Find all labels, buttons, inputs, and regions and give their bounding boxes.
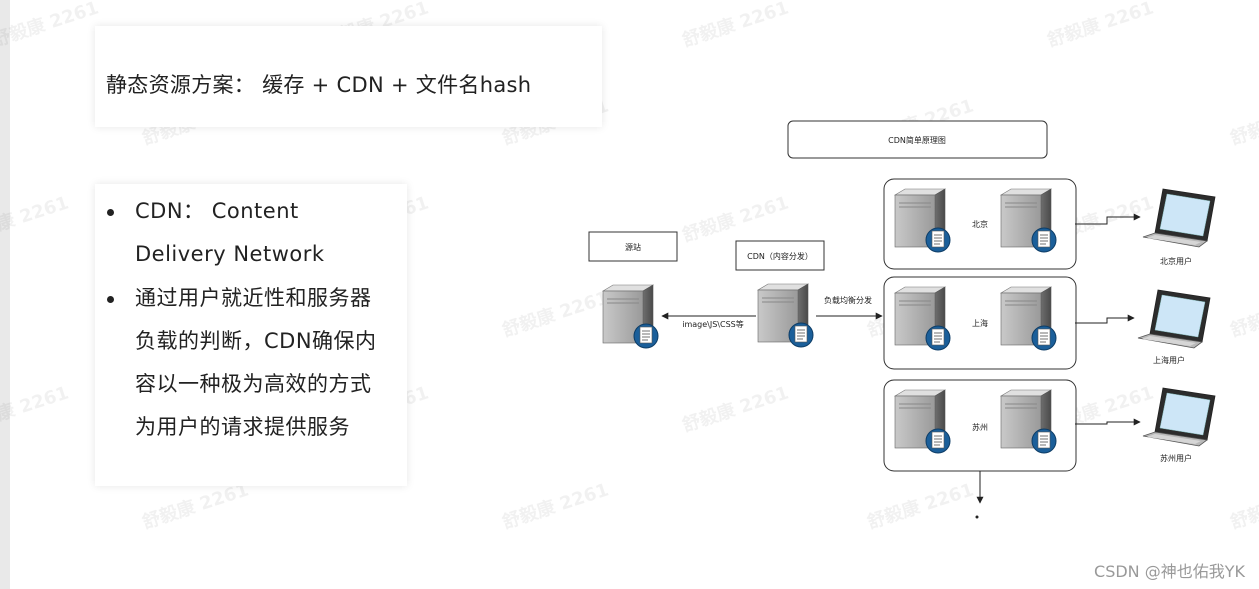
title-text: 静态资源方案： 缓存 + CDN + 文件名hash	[106, 73, 532, 97]
user-label: 苏州用户	[1160, 453, 1192, 463]
laptop-icon	[1142, 387, 1216, 447]
user-label: 北京用户	[1160, 256, 1192, 266]
bullet-text: CDN： Content Delivery Network	[135, 199, 325, 266]
server-icon	[894, 286, 951, 351]
diagram-title-box	[787, 120, 1048, 159]
server-icon	[1000, 188, 1057, 253]
laptop-icon	[1137, 289, 1211, 349]
region-name: 苏州	[972, 422, 988, 432]
server-icon	[894, 389, 951, 454]
title-card: 静态资源方案： 缓存 + CDN + 文件名hash	[95, 26, 602, 127]
user-arrow	[1075, 213, 1141, 225]
cdn-label-box	[735, 240, 825, 271]
server-icon	[1000, 286, 1057, 351]
origin-label-box	[588, 231, 678, 262]
bullet-card: CDN： Content Delivery Network 通过用户就近性和服务…	[95, 184, 407, 486]
server-icon	[1000, 389, 1057, 454]
bullet-dot-icon	[107, 296, 114, 303]
diagram-title: CDN简单原理图	[888, 135, 946, 145]
ellipsis-dot	[975, 515, 979, 519]
bullet-text: 通过用户就近性和服务器负载的判断，CDN确保内容以一种极为高效的方式为用户的请求…	[135, 286, 377, 439]
cdn-server-icon	[757, 283, 814, 348]
region-name: 上海	[972, 318, 988, 328]
user-arrow	[1075, 418, 1141, 426]
user-arrow	[1075, 314, 1135, 324]
origin-server-icon	[602, 284, 659, 349]
left-margin-strip	[0, 0, 10, 589]
region-name: 北京	[972, 219, 988, 229]
server-icon	[894, 188, 951, 253]
csdn-attribution: CSDN @神也佑我YK	[1094, 562, 1245, 581]
bullet-dot-icon	[107, 209, 114, 216]
balance-arrow-label: 负载均衡分发	[824, 295, 872, 305]
user-label: 上海用户	[1153, 355, 1185, 365]
origin-arrow-label: image\JS\CSS等	[682, 319, 744, 329]
laptop-icon	[1142, 188, 1216, 248]
origin-label: 源站	[625, 242, 641, 252]
cdn-label: CDN（内容分发）	[747, 251, 813, 261]
